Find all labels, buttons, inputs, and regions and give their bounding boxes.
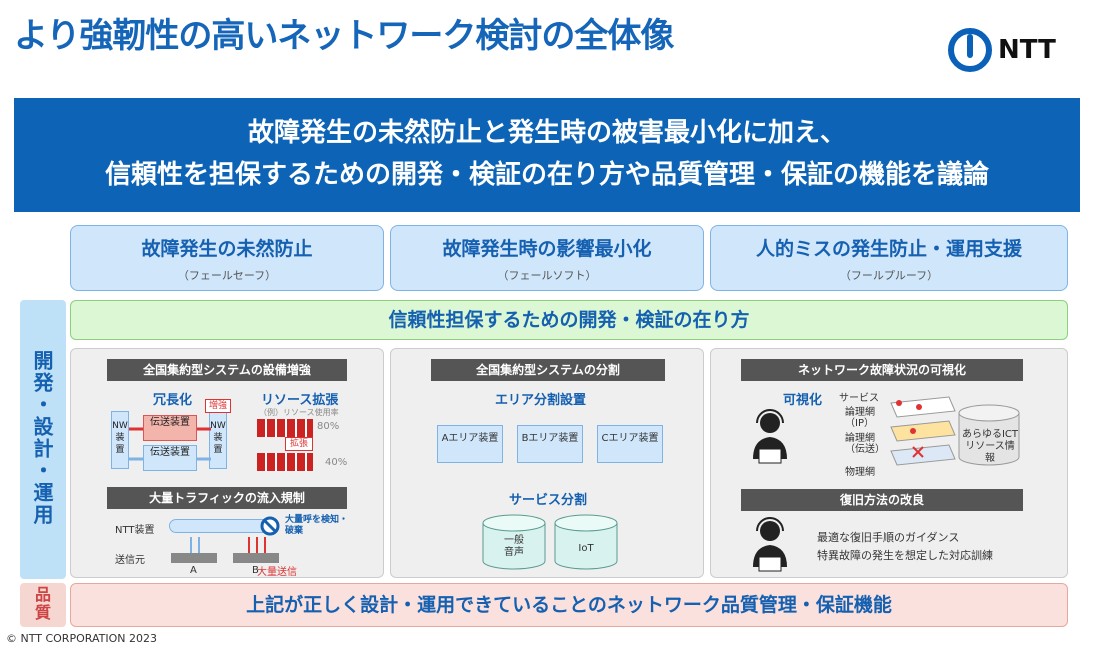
sender-a [171, 553, 217, 563]
service-split-label: サービス分割 [509, 493, 588, 508]
pillar-fool-proof: 人的ミスの発生防止・運用支援 （フールプルーフ） [710, 225, 1068, 291]
panel2-head: 全国集約型システムの分割 [431, 359, 665, 381]
db-iot-label: IoT [578, 543, 594, 554]
mass-send-label: 大量送信 [257, 567, 297, 578]
ntt-device-label: NTT装置 [115, 525, 155, 536]
layer-transport: 論理網（伝送） [845, 433, 885, 455]
usage-note: （例）リソース使用率 [259, 408, 339, 417]
area-device-b: Bエリア装置 [517, 425, 583, 463]
block-icon [260, 516, 280, 536]
trans-device-2: 伝送装置 [143, 445, 197, 471]
trans-device-1: 伝送装置 [143, 415, 197, 441]
pillar-title: 故障発生時の影響最小化 [442, 238, 652, 260]
expand-tag: 拡張 [285, 437, 313, 451]
quality-assurance-bar: 上記が正しく設計・運用できていることのネットワーク品質管理・保証機能 [70, 583, 1068, 627]
traffic-arrows [190, 537, 266, 553]
side-label-quality: 品質 [20, 583, 66, 627]
pillar-subtitle: （フェールセーフ） [177, 269, 277, 282]
sender-b-label: B [252, 565, 259, 576]
ict-db-label: あらゆるICTリソース情報 [961, 429, 1019, 464]
visualize-label: 可視化 [783, 393, 823, 408]
pillar-subtitle: （フェールソフト） [497, 269, 597, 282]
sender-b [233, 553, 279, 563]
layer-map [890, 396, 956, 466]
copyright: © NTT CORPORATION 2023 [6, 632, 157, 645]
pillar-subtitle: （フールプルーフ） [839, 269, 939, 282]
pillar-title: 人的ミスの発生防止・運用支援 [755, 238, 1022, 260]
ict-db-icon [958, 404, 1020, 466]
panel-split: 全国集約型システムの分割 エリア分割設置 Aエリア装置 Bエリア装置 Cエリア装… [390, 348, 704, 578]
db-cylinder-voice [482, 514, 546, 570]
resource-bar-80 [257, 419, 313, 437]
redundancy-label: 冗長化 [153, 393, 193, 408]
panel3-head1: ネットワーク故障状況の可視化 [741, 359, 1023, 381]
pillar-title: 故障発生の未然防止 [141, 238, 313, 260]
panel3-head2: 復旧方法の改良 [741, 489, 1023, 511]
redundancy-links [129, 427, 211, 461]
layer-service: サービス [839, 393, 879, 404]
db-voice-label: 一般音声 [504, 535, 524, 558]
guide-2: 特異故障の発生を想定した対応訓練 [817, 549, 993, 562]
layer-ip: 論理網（IP） [845, 407, 875, 429]
dev-verification-bar: 信頼性担保するための開発・検証の在り方 [70, 300, 1068, 340]
operator-icon-2 [753, 517, 787, 572]
pct-80-label: 80% [317, 421, 340, 432]
side-label-dev-text: 開発・設計・運用 [30, 350, 54, 526]
banner-line-2: 信頼性を担保するための開発・検証の在り方や品質管理・保証の機能を議論 [104, 160, 989, 190]
page-title: より強靭性の高いネットワーク検討の全体像 [14, 16, 674, 56]
side-label-dev: 開発・設計・運用 [20, 300, 66, 579]
pillar-fail-safe: 故障発生の未然防止 （フェールセーフ） [70, 225, 384, 291]
panel1-head1: 全国集約型システムの設備増強 [107, 359, 347, 381]
resource-bar-40 [257, 453, 313, 471]
side-label-quality-text: 品質 [34, 585, 51, 622]
area-split-label: エリア分割設置 [495, 393, 587, 408]
panel-equipment: 全国集約型システムの設備増強 冗長化 リソース拡張 NW装置 NW装置 伝送装置… [70, 348, 384, 578]
ntt-logo-icon [948, 28, 992, 72]
panel-visibility: ネットワーク故障状況の可視化 可視化 サービス 論理網（IP） 論理網（伝送） … [710, 348, 1068, 578]
panel1-head2: 大量トラフィックの流入規制 [107, 487, 347, 509]
resource-label: リソース拡張 [261, 393, 339, 408]
area-device-c: Cエリア装置 [597, 425, 663, 463]
sender-a-label: A [190, 565, 197, 576]
guide-1: 最適な復旧手順のガイダンス [817, 531, 960, 544]
operator-icon [753, 409, 787, 464]
nw-device-left: NW装置 [111, 411, 129, 469]
summary-banner: 故障発生の未然防止と発生時の被害最小化に加え、 信頼性を担保するための開発・検証… [14, 98, 1080, 212]
increase-tag: 増強 [205, 399, 231, 413]
db-cylinder-iot [554, 514, 618, 570]
area-device-a: Aエリア装置 [437, 425, 503, 463]
logo-text: NTT [998, 35, 1056, 65]
ntt-logo: NTT [948, 28, 1056, 72]
ntt-device-pipe [169, 519, 271, 533]
layer-physical: 物理網 [845, 467, 875, 478]
banner-line-1: 故障発生の未然防止と発生時の被害最小化に加え、 [247, 118, 846, 148]
nw-device-right: NW装置 [209, 411, 227, 469]
sender-label: 送信元 [115, 555, 145, 566]
pillar-fail-soft: 故障発生時の影響最小化 （フェールソフト） [390, 225, 704, 291]
mass-call-label: 大量呼を検知・破棄 [285, 515, 349, 536]
pct-40-label: 40% [325, 457, 348, 468]
